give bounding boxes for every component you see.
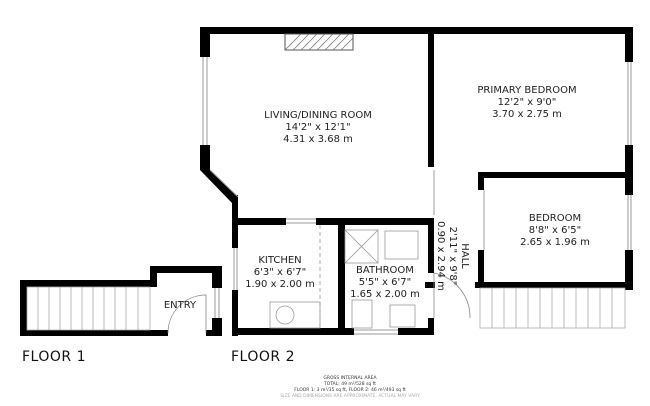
room-name: ENTRY: [163, 300, 197, 311]
floor-1-label: FLOOR 1: [22, 349, 86, 365]
area-title: GROSS INTERNAL AREA: [323, 376, 377, 381]
stairs: [26, 286, 626, 331]
walls: [20, 27, 633, 336]
room-imperial: 14'2" x 12'1": [285, 122, 351, 133]
room-imperial: 5'5" x 6'7": [358, 277, 412, 288]
room-metric: 3.70 x 2.75 m: [492, 109, 562, 120]
room-metric: 2.65 x 1.96 m: [520, 237, 590, 248]
room-bedroom: BEDROOM 8'8" x 6'5" 2.65 x 1.96 m: [520, 213, 590, 249]
room-metric: 1.90 x 2.00 m: [245, 279, 315, 290]
fireplace: [284, 33, 354, 51]
room-metric: 4.31 x 3.68 m: [283, 134, 353, 145]
room-kitchen: KITCHEN 6'3" x 6'7" 1.90 x 2.00 m: [245, 255, 315, 291]
floor-2-label: FLOOR 2: [231, 349, 295, 365]
room-imperial: 8'8" x 6'5": [528, 225, 582, 236]
room-hall: HALL 2'11" x 9'8" 0.90 x 2.94 m: [434, 221, 470, 291]
fixtures: [269, 225, 419, 329]
room-entry: ENTRY: [164, 300, 196, 312]
room-imperial: 12'2" x 9'0": [497, 97, 557, 108]
room-name: KITCHEN: [258, 255, 302, 266]
room-metric: 1.65 x 2.00 m: [350, 289, 420, 300]
room-metric: 0.90 x 2.94 m: [435, 221, 446, 291]
area-total: TOTAL: 49 m²/528 sq ft: [323, 382, 376, 387]
room-imperial: 2'11" x 9'8": [447, 226, 458, 286]
room-primary-bedroom: PRIMARY BEDROOM 12'2" x 9'0" 3.70 x 2.75…: [477, 85, 576, 121]
room-bathroom: BATHROOM 5'5" x 6'7" 1.65 x 2.00 m: [350, 265, 420, 301]
area-summary: GROSS INTERNAL AREA TOTAL: 49 m²/528 sq …: [280, 376, 419, 400]
room-name: PRIMARY BEDROOM: [477, 85, 577, 96]
room-name: LIVING/DINING ROOM: [264, 110, 372, 121]
windows: [202, 57, 632, 335]
room-name: HALL: [459, 243, 470, 269]
area-disclaimer: SIZE AND DIMENSIONS ARE APPROXIMATE, ACT…: [280, 394, 420, 399]
area-floors: FLOOR 1: 3 m²/35 sq ft, FLOOR 2: 46 m²/4…: [294, 388, 406, 393]
room-name: BEDROOM: [528, 213, 582, 224]
room-name: BATHROOM: [356, 265, 414, 276]
room-living-dining: LIVING/DINING ROOM 14'2" x 12'1" 4.31 x …: [264, 110, 372, 146]
room-imperial: 6'3" x 6'7": [253, 267, 307, 278]
doors: [167, 170, 485, 334]
